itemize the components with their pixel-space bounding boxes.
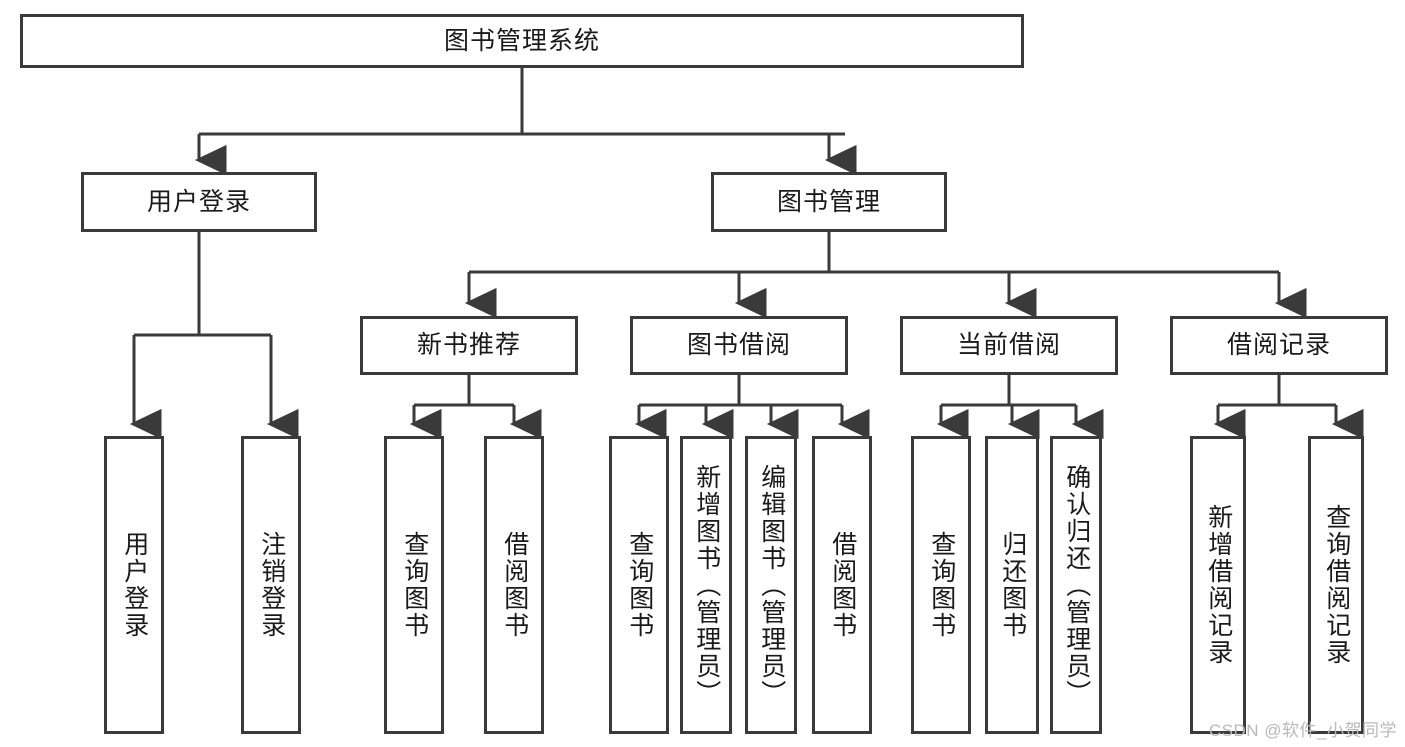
- leaf-query-book-borrow[interactable]: 查询图书: [609, 436, 669, 734]
- leaf-label: 归还图书: [998, 531, 1027, 639]
- leaf-borrow-book-newbook[interactable]: 借阅图书: [484, 436, 544, 734]
- leaf-label: 查询图书: [927, 531, 956, 639]
- leaf-query-book-newbook[interactable]: 查询图书: [384, 436, 444, 734]
- leaf-confirm-return-admin[interactable]: 确认归还（管理员）: [1050, 436, 1102, 734]
- csdn-watermark: CSDN @软件_小贺同学: [1208, 721, 1397, 740]
- node-root-system[interactable]: 图书管理系统: [20, 14, 1024, 68]
- leaf-label: 编辑图书（管理员）: [757, 463, 786, 707]
- leaf-label: 新增借阅记录: [1204, 504, 1233, 666]
- node-current-borrow[interactable]: 当前借阅: [900, 316, 1118, 375]
- leaf-label: 用户登录: [120, 531, 149, 639]
- leaf-label: 查询借阅记录: [1322, 504, 1351, 666]
- leaf-query-borrow-record[interactable]: 查询借阅记录: [1308, 436, 1364, 734]
- node-book-borrow[interactable]: 图书借阅: [630, 316, 848, 375]
- leaf-user-login[interactable]: 用户登录: [104, 436, 164, 734]
- leaf-label: 确认归还（管理员）: [1062, 463, 1091, 707]
- leaf-query-book-current[interactable]: 查询图书: [911, 436, 971, 734]
- leaf-lend-book[interactable]: 借阅图书: [812, 436, 872, 734]
- node-book-management[interactable]: 图书管理: [711, 172, 947, 232]
- node-user-login[interactable]: 用户登录: [81, 172, 317, 232]
- leaf-user-logout[interactable]: 注销登录: [241, 436, 301, 734]
- node-borrow-record[interactable]: 借阅记录: [1170, 316, 1388, 375]
- leaf-label: 查询图书: [400, 531, 429, 639]
- leaf-label: 新增图书（管理员）: [692, 463, 721, 707]
- leaf-add-borrow-record[interactable]: 新增借阅记录: [1190, 436, 1246, 734]
- node-new-book-recommend[interactable]: 新书推荐: [360, 316, 578, 375]
- leaf-label: 查询图书: [625, 531, 654, 639]
- leaf-return-book[interactable]: 归还图书: [985, 436, 1039, 734]
- leaf-add-book-admin[interactable]: 新增图书（管理员）: [680, 436, 732, 734]
- leaf-label: 借阅图书: [500, 531, 529, 639]
- leaf-label: 借阅图书: [828, 531, 857, 639]
- leaf-label: 注销登录: [257, 531, 286, 639]
- leaf-edit-book-admin[interactable]: 编辑图书（管理员）: [745, 436, 797, 734]
